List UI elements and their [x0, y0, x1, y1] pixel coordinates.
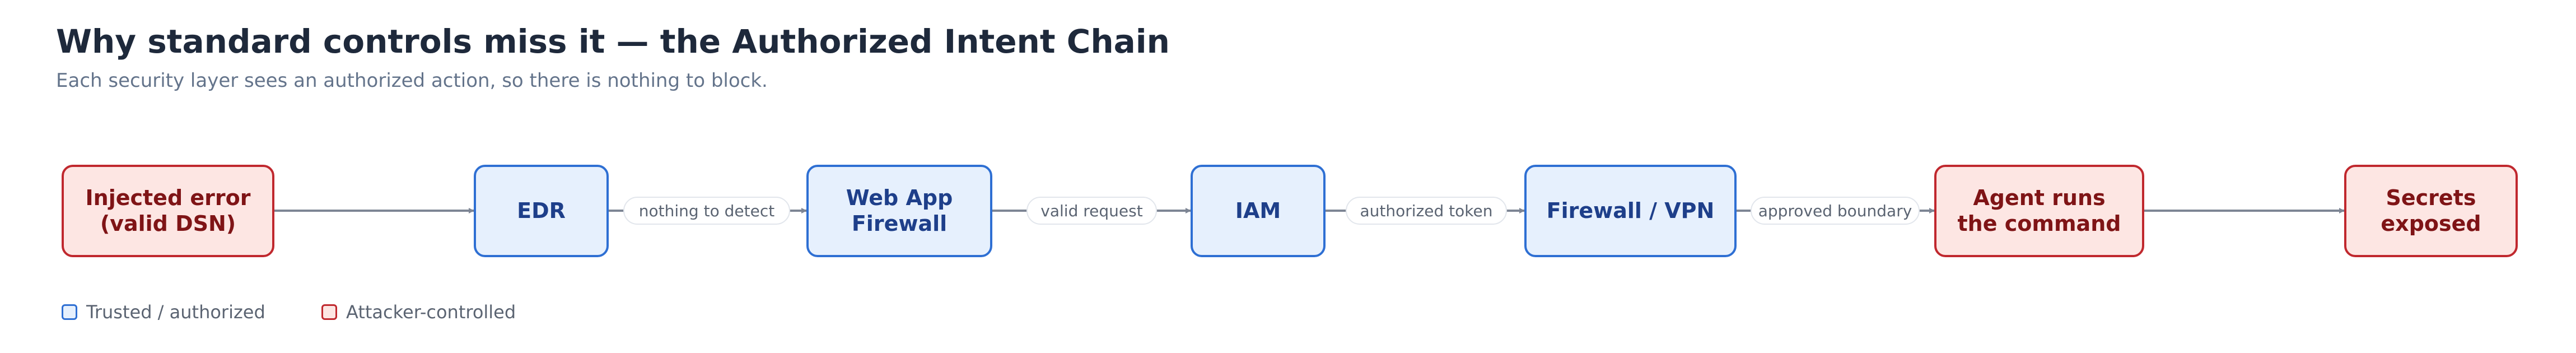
node-firewall-vpn: Firewall / VPN	[1524, 165, 1737, 257]
node-iam-label: IAM	[1235, 198, 1281, 223]
node-agent-runs-command-label: Agent runs the command	[1957, 185, 2121, 236]
edge-label-approved-boundary: approved boundary	[1751, 197, 1920, 225]
legend-label-trusted: Trusted / authorized	[86, 301, 265, 323]
node-injected-error-label: Injected error (valid DSN)	[85, 185, 251, 236]
edge-label-nothing-to-detect: nothing to detect	[623, 197, 790, 225]
node-secrets-exposed-label: Secrets exposed	[2381, 185, 2481, 236]
edge-label-authorized-token: authorized token	[1346, 197, 1507, 225]
node-web-app-firewall: Web App Firewall	[806, 165, 992, 257]
node-iam: IAM	[1191, 165, 1326, 257]
node-secrets-exposed: Secrets exposed	[2344, 165, 2518, 257]
legend-swatch-trusted	[62, 304, 77, 320]
node-injected-error: Injected error (valid DSN)	[62, 165, 274, 257]
node-web-app-firewall-label: Web App Firewall	[846, 185, 953, 236]
edge-label-valid-request: valid request	[1026, 197, 1157, 225]
node-edr: EDR	[474, 165, 609, 257]
diagram-title: Why standard controls miss it — the Auth…	[56, 22, 1170, 61]
node-firewall-vpn-label: Firewall / VPN	[1546, 198, 1715, 223]
node-agent-runs-command: Agent runs the command	[1934, 165, 2144, 257]
legend-swatch-attacker	[321, 304, 337, 320]
legend-item-trusted: Trusted / authorized	[62, 301, 265, 323]
diagram-subtitle: Each security layer sees an authorized a…	[56, 69, 768, 92]
node-edr-label: EDR	[517, 198, 566, 223]
legend-item-attacker: Attacker-controlled	[321, 301, 516, 323]
legend-label-attacker: Attacker-controlled	[346, 301, 516, 323]
